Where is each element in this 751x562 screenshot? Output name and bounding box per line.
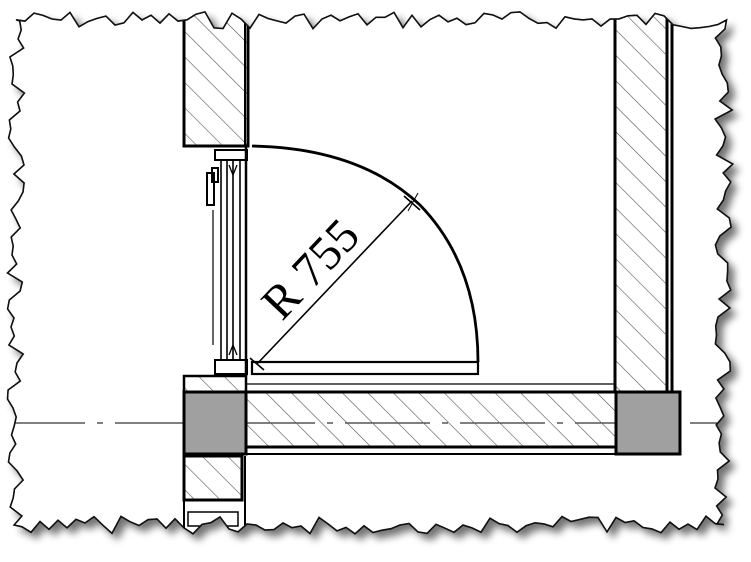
radius-dimension [249, 192, 421, 371]
door-frame [212, 146, 248, 376]
door-handle [206, 167, 219, 206]
torn-paper-edge [6, 10, 735, 535]
right-column [614, 390, 682, 456]
left-column [182, 374, 248, 456]
door-swing-arc [251, 144, 480, 363]
door-leaf [250, 360, 480, 376]
left-wall-upper [182, 11, 250, 148]
horizontal-wall [244, 383, 618, 455]
right-wall [613, 11, 674, 394]
